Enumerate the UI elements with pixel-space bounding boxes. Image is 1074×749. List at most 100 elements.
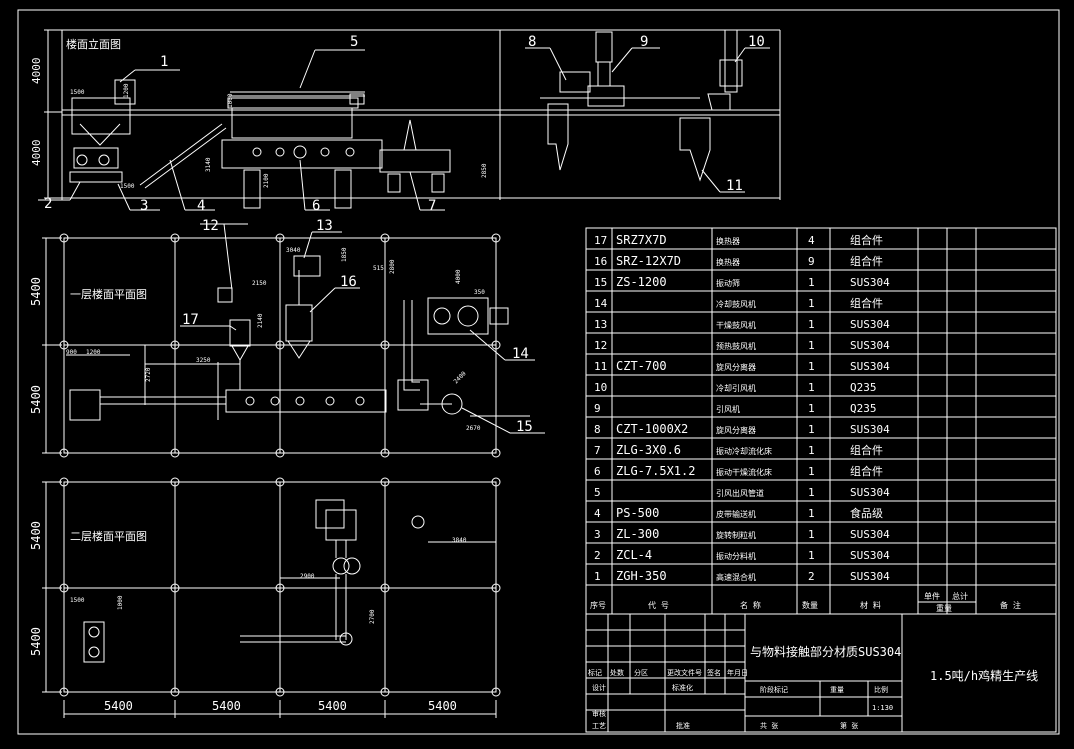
f2-small-dim: 1500 (70, 597, 85, 604)
callout-12: 12 (202, 218, 219, 234)
callout-6: 6 (312, 198, 320, 214)
tb-label-scale: 比例 (874, 685, 888, 694)
f1-small-dim: 350 (474, 289, 485, 296)
bom-cell-no: 1 (594, 570, 601, 583)
f1-small-dim: 3250 (196, 357, 211, 364)
bom-cell-no: 8 (594, 423, 601, 436)
tb-label-change-doc: 更改文件号 (667, 668, 702, 677)
f1-small-dim: 2150 (252, 280, 267, 287)
f1-small-dim: 2140 (257, 313, 264, 328)
floor1-dim-lower: 5400 (29, 385, 43, 414)
tb-label-design: 设计 (592, 683, 606, 692)
bom-cell-name: 预热鼓风机 (716, 341, 756, 351)
tb-scale-value: 1:130 (872, 704, 893, 712)
bom-cell-qty: 1 (808, 297, 815, 310)
elev-small-dim: 3140 (205, 157, 212, 172)
bom-cell-no: 5 (594, 486, 601, 499)
f1-small-dim: 3040 (286, 247, 301, 254)
bom-cell-qty: 1 (808, 318, 815, 331)
tb-label-process: 工艺 (592, 722, 606, 730)
bom-cell-material: 组合件 (850, 464, 883, 478)
tb-label-partition: 分区 (634, 668, 648, 677)
bom-header-name: 名 称 (740, 600, 761, 610)
floor1-callout-leaders (180, 223, 545, 434)
bom-cell-code: PS-500 (616, 506, 659, 520)
callout-8: 8 (528, 34, 536, 50)
elev-small-dim: 2850 (481, 163, 488, 178)
f2-small-dim: 1000 (117, 595, 124, 610)
bom-cell-no: 2 (594, 549, 601, 562)
bom-cell-no: 6 (594, 465, 601, 478)
elev-small-dim: 1000 (227, 93, 234, 108)
bom-header-code: 代 号 (648, 600, 669, 610)
bom-cell-name: 振动冷却流化床 (716, 446, 772, 456)
f2-small-dim: 2900 (300, 573, 315, 580)
bom-cell-no: 9 (594, 402, 601, 415)
bom-cell-code: ZS-1200 (616, 275, 667, 289)
bom-cell-code: ZL-300 (616, 527, 659, 541)
callout-9: 9 (640, 34, 648, 50)
tb-label-mark: 标记 (588, 668, 602, 677)
bom-cell-no: 7 (594, 444, 601, 457)
bom-cell-code: ZLG-3X0.6 (616, 443, 681, 457)
bom-cell-name: 干燥鼓风机 (716, 320, 756, 330)
tb-label-review: 审核 (592, 709, 606, 718)
callout-4: 4 (197, 198, 205, 214)
tb-label-approve: 批准 (676, 721, 690, 730)
bom-header-qty: 数量 (802, 600, 818, 610)
bom-cell-no: 15 (594, 276, 607, 289)
bom-cell-no: 16 (594, 255, 607, 268)
bom-cell-material: SUS304 (850, 549, 890, 562)
bom-cell-qty: 1 (808, 339, 815, 352)
title-block-grid (585, 613, 1057, 733)
bom-cell-qty: 1 (808, 423, 815, 436)
bom-cell-name: 引风机 (716, 404, 740, 414)
bom-cell-material: SUS304 (850, 360, 890, 373)
tb-label-standardize: 标准化 (672, 683, 693, 692)
bom-header-weight: 重量 (936, 603, 952, 613)
f1-small-dim: 2670 (466, 425, 481, 432)
bom-cell-material: SUS304 (850, 486, 890, 499)
bom-cell-qty: 1 (808, 402, 815, 415)
bom-cell-material: SUS304 (850, 339, 890, 352)
bom-cell-no: 11 (594, 360, 607, 373)
tb-label-count: 处数 (610, 668, 624, 677)
bom-cell-name: 旋风分离器 (716, 362, 756, 372)
elev-small-dim: 1500 (120, 183, 135, 190)
f2-small-dim: 3840 (452, 537, 467, 544)
elev-small-dim: 1500 (70, 89, 85, 96)
floor1-title: 一层楼面平面图 (70, 287, 147, 301)
bom-cell-material: SUS304 (850, 276, 890, 289)
bom-cell-no: 17 (594, 234, 607, 247)
floor1-plan (59, 233, 509, 458)
bom-cell-material: 组合件 (850, 443, 883, 457)
floor2-dim-bottom-2: 5400 (212, 699, 241, 713)
bom-cell-name: 冷却引风机 (716, 383, 756, 393)
bom-header-total-weight: 总计 (952, 591, 968, 601)
outer-border (17, 9, 1060, 735)
bom-cell-name: 皮带输送机 (716, 509, 756, 519)
bom-cell-material: SUS304 (850, 528, 890, 541)
floor2-dim-bottom-1: 5400 (104, 699, 133, 713)
bom-cell-qty: 1 (808, 528, 815, 541)
bom-cell-qty: 1 (808, 360, 815, 373)
bom-cell-name: 换热器 (716, 257, 740, 267)
callout-1: 1 (160, 54, 168, 70)
bom-cell-material: 组合件 (850, 296, 883, 310)
product-title: 1.5吨/h鸡精生产线 (930, 668, 1038, 683)
bom-header-unit-weight: 单件 (924, 591, 940, 601)
bom-cell-no: 3 (594, 528, 601, 541)
bom-cell-qty: 1 (808, 486, 815, 499)
f1-small-dim: 2400 (452, 370, 467, 385)
bom-cell-qty: 1 (808, 465, 815, 478)
callout-7: 7 (428, 198, 436, 214)
callout-5: 5 (350, 34, 358, 50)
bom-cell-qty: 1 (808, 507, 815, 520)
bom-cell-name: 振动分料机 (716, 551, 756, 561)
elevation-view (44, 29, 781, 209)
elevation-dim-lower: 4000 (30, 140, 43, 167)
bom-header-no: 序号 (590, 600, 606, 610)
bom-cell-code: ZCL-4 (616, 548, 652, 562)
floor2-plan (59, 477, 501, 697)
callout-11: 11 (726, 178, 743, 194)
